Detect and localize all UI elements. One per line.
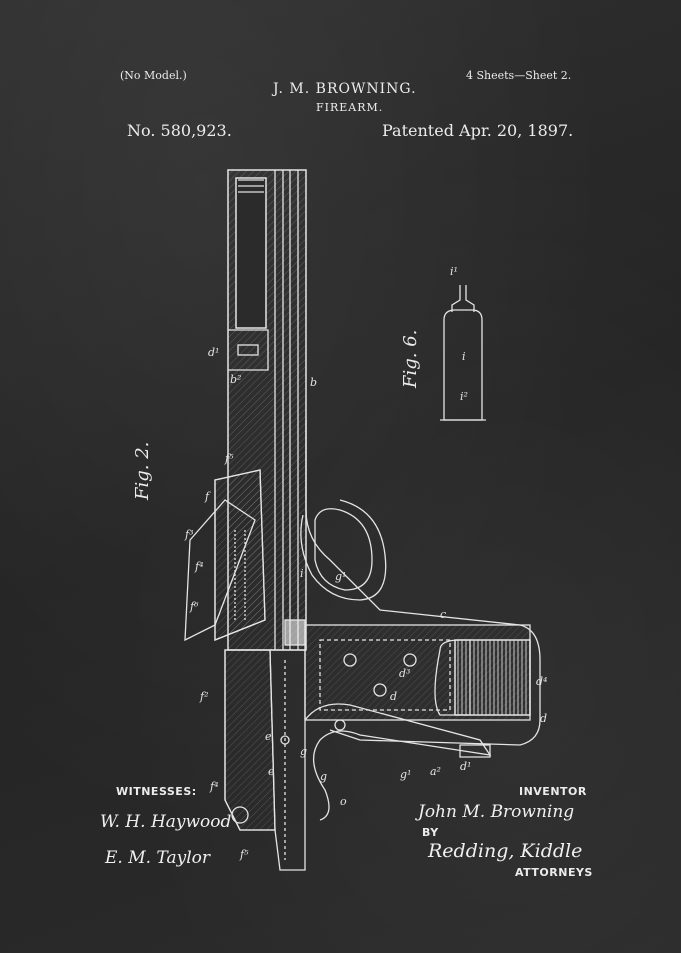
svg-text:f⁴: f⁴ <box>194 560 203 573</box>
svg-text:d¹: d¹ <box>208 346 219 359</box>
svg-text:g: g <box>320 770 327 783</box>
inventor-heading: J. M. BROWNING. <box>273 81 417 97</box>
by-label: BY <box>422 826 439 839</box>
svg-text:e: e <box>265 730 272 743</box>
attorneys-signature: Redding, Kiddle <box>428 840 583 862</box>
inventor-signature: John M. Browning <box>418 802 575 822</box>
hammer-assembly <box>184 469 306 646</box>
trigger-mechanism <box>304 703 492 821</box>
witness-signature-1: W. H. Haywood <box>100 812 232 832</box>
svg-text:f²: f² <box>199 690 208 703</box>
svg-text:i²: i² <box>460 390 468 403</box>
svg-text:d: d <box>390 690 397 703</box>
svg-text:c: c <box>440 608 446 621</box>
attorneys-label: ATTORNEYS <box>515 866 593 879</box>
svg-text:g: g <box>300 745 307 758</box>
svg-text:b²: b² <box>230 373 241 386</box>
magazine-section <box>224 649 306 871</box>
witness-signature-2: E. M. Taylor <box>105 848 210 868</box>
fig6-cartridge <box>440 285 486 421</box>
invention-title: FIREARM. <box>316 101 384 114</box>
patent-date: Patented Apr. 20, 1897. <box>382 121 574 140</box>
svg-text:b: b <box>310 376 317 389</box>
reference-letters: d¹ b² b i¹ i i² f⁵ f f³ f⁴ f⁶ c d⁴ d d³ … <box>184 265 547 861</box>
svg-text:f⁵: f⁵ <box>239 848 249 861</box>
inventor-label: INVENTOR <box>519 785 587 798</box>
svg-text:o: o <box>340 795 347 808</box>
svg-text:f⁴: f⁴ <box>209 780 218 793</box>
svg-text:f⁶: f⁶ <box>189 600 199 613</box>
svg-text:d⁴: d⁴ <box>536 675 547 688</box>
svg-text:d³: d³ <box>399 667 410 680</box>
no-model-note: (No Model.) <box>120 69 187 82</box>
grip-panel <box>304 624 531 721</box>
svg-text:e: e <box>268 765 275 778</box>
svg-text:g¹: g¹ <box>335 570 346 583</box>
svg-text:i: i <box>300 567 304 580</box>
svg-text:f³: f³ <box>184 528 193 541</box>
svg-text:a²: a² <box>430 765 441 778</box>
svg-text:d¹: d¹ <box>460 760 471 773</box>
svg-text:f⁵: f⁵ <box>224 452 234 465</box>
sheet-count: 4 Sheets—Sheet 2. <box>466 69 572 82</box>
svg-text:i: i <box>462 350 466 363</box>
svg-text:i¹: i¹ <box>450 265 458 278</box>
svg-text:f: f <box>204 490 211 503</box>
svg-text:g¹: g¹ <box>400 768 411 781</box>
patent-number: No. 580,923. <box>127 121 232 140</box>
svg-text:d: d <box>540 712 547 725</box>
barrel-assembly <box>227 169 307 651</box>
witnesses-label: WITNESSES: <box>116 785 197 798</box>
